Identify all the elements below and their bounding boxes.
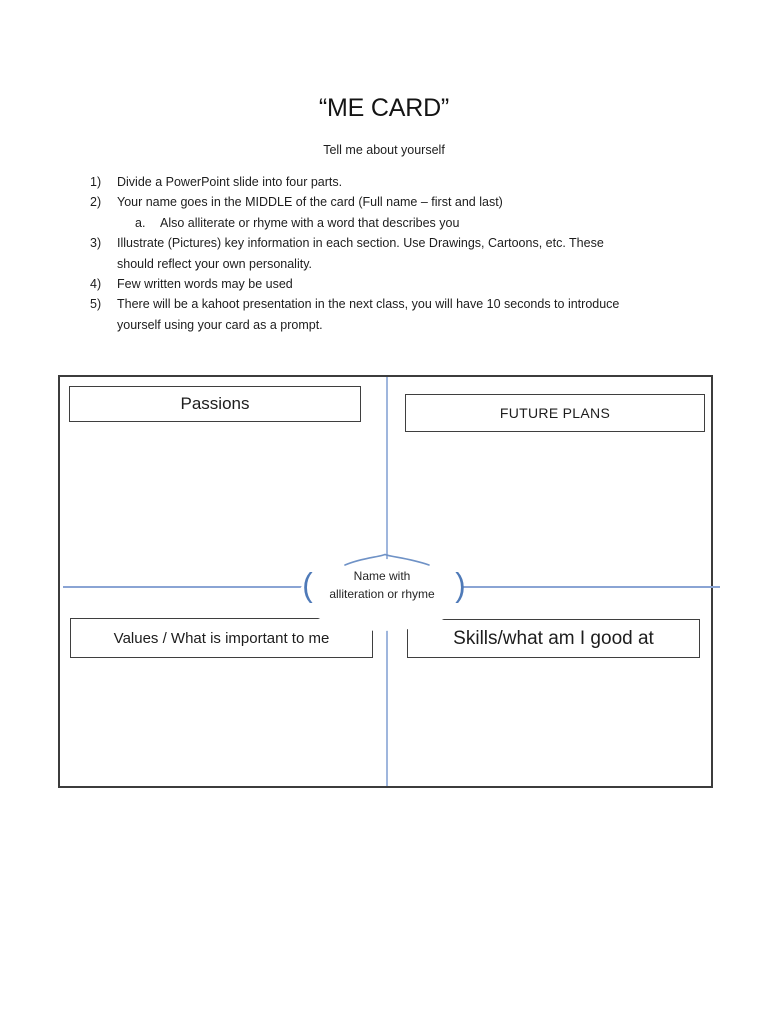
- instruction-text: Few written words may be used: [117, 277, 293, 292]
- quadrant-label-text: Values / What is important to me: [113, 629, 330, 647]
- instruction-text: Divide a PowerPoint slide into four part…: [117, 175, 343, 189]
- instruction-item-4: 4) Few written words may be used: [90, 274, 710, 294]
- instruction-number: 1): [90, 175, 102, 189]
- instruction-list: 1) Divide a PowerPoint slide into four p…: [90, 172, 710, 335]
- right-paren-decoration: ): [455, 566, 466, 603]
- quadrant-label-text: Skills/what am I good at: [453, 627, 654, 649]
- instruction-number: a.: [135, 215, 146, 230]
- quadrant-label-text: FUTURE PLANS: [499, 405, 611, 421]
- instruction-text: Also alliterate or rhyme with a word tha…: [160, 215, 460, 230]
- center-name-label: Name with alliteration or rhyme: [291, 568, 473, 603]
- instruction-text: Illustrate (Pictures) key information in…: [117, 236, 604, 251]
- instruction-item-2: 2) Your name goes in the MIDDLE of the c…: [90, 192, 710, 212]
- me-card-diagram: Passions FUTURE PLANS Values / What is i…: [58, 375, 720, 788]
- instruction-item-5: 5) There will be a kahoot presentation i…: [90, 294, 710, 314]
- top-brace-decoration: [344, 553, 430, 566]
- instruction-text: should reflect your own personality.: [117, 256, 313, 271]
- left-paren-decoration: (: [302, 566, 313, 603]
- instruction-item-3: 3) Illustrate (Pictures) key information…: [90, 233, 710, 253]
- center-name-line1: Name with: [353, 569, 411, 583]
- instruction-text: yourself using your card as a prompt.: [117, 317, 323, 332]
- instruction-number: 4): [90, 277, 102, 292]
- quadrant-label-passions: Passions: [69, 386, 361, 422]
- instruction-item-1: 1) Divide a PowerPoint slide into four p…: [90, 172, 710, 192]
- page-title: “ME CARD”: [318, 94, 450, 122]
- page-subtitle: Tell me about yourself: [323, 143, 445, 157]
- instruction-subitem-2a: a. Also alliterate or rhyme with a word …: [135, 213, 710, 233]
- quadrant-label-values: Values / What is important to me: [70, 618, 373, 658]
- quadrant-label-future-plans: FUTURE PLANS: [405, 394, 705, 432]
- instruction-item-3-continuation: x should reflect your own personality.: [90, 254, 710, 274]
- instruction-number: 2): [90, 195, 102, 210]
- instruction-number: 5): [90, 297, 102, 312]
- center-name-line2: alliteration or rhyme: [329, 586, 435, 601]
- quadrant-label-skills: Skills/what am I good at: [407, 619, 700, 658]
- instruction-number: 3): [90, 236, 102, 251]
- instruction-text: Your name goes in the MIDDLE of the card…: [117, 195, 503, 210]
- instruction-item-5-continuation: x yourself using your card as a prompt.: [90, 315, 710, 335]
- center-name-oval: [299, 559, 465, 631]
- instruction-text: There will be a kahoot presentation in t…: [117, 297, 620, 312]
- quadrant-label-text: Passions: [180, 394, 250, 413]
